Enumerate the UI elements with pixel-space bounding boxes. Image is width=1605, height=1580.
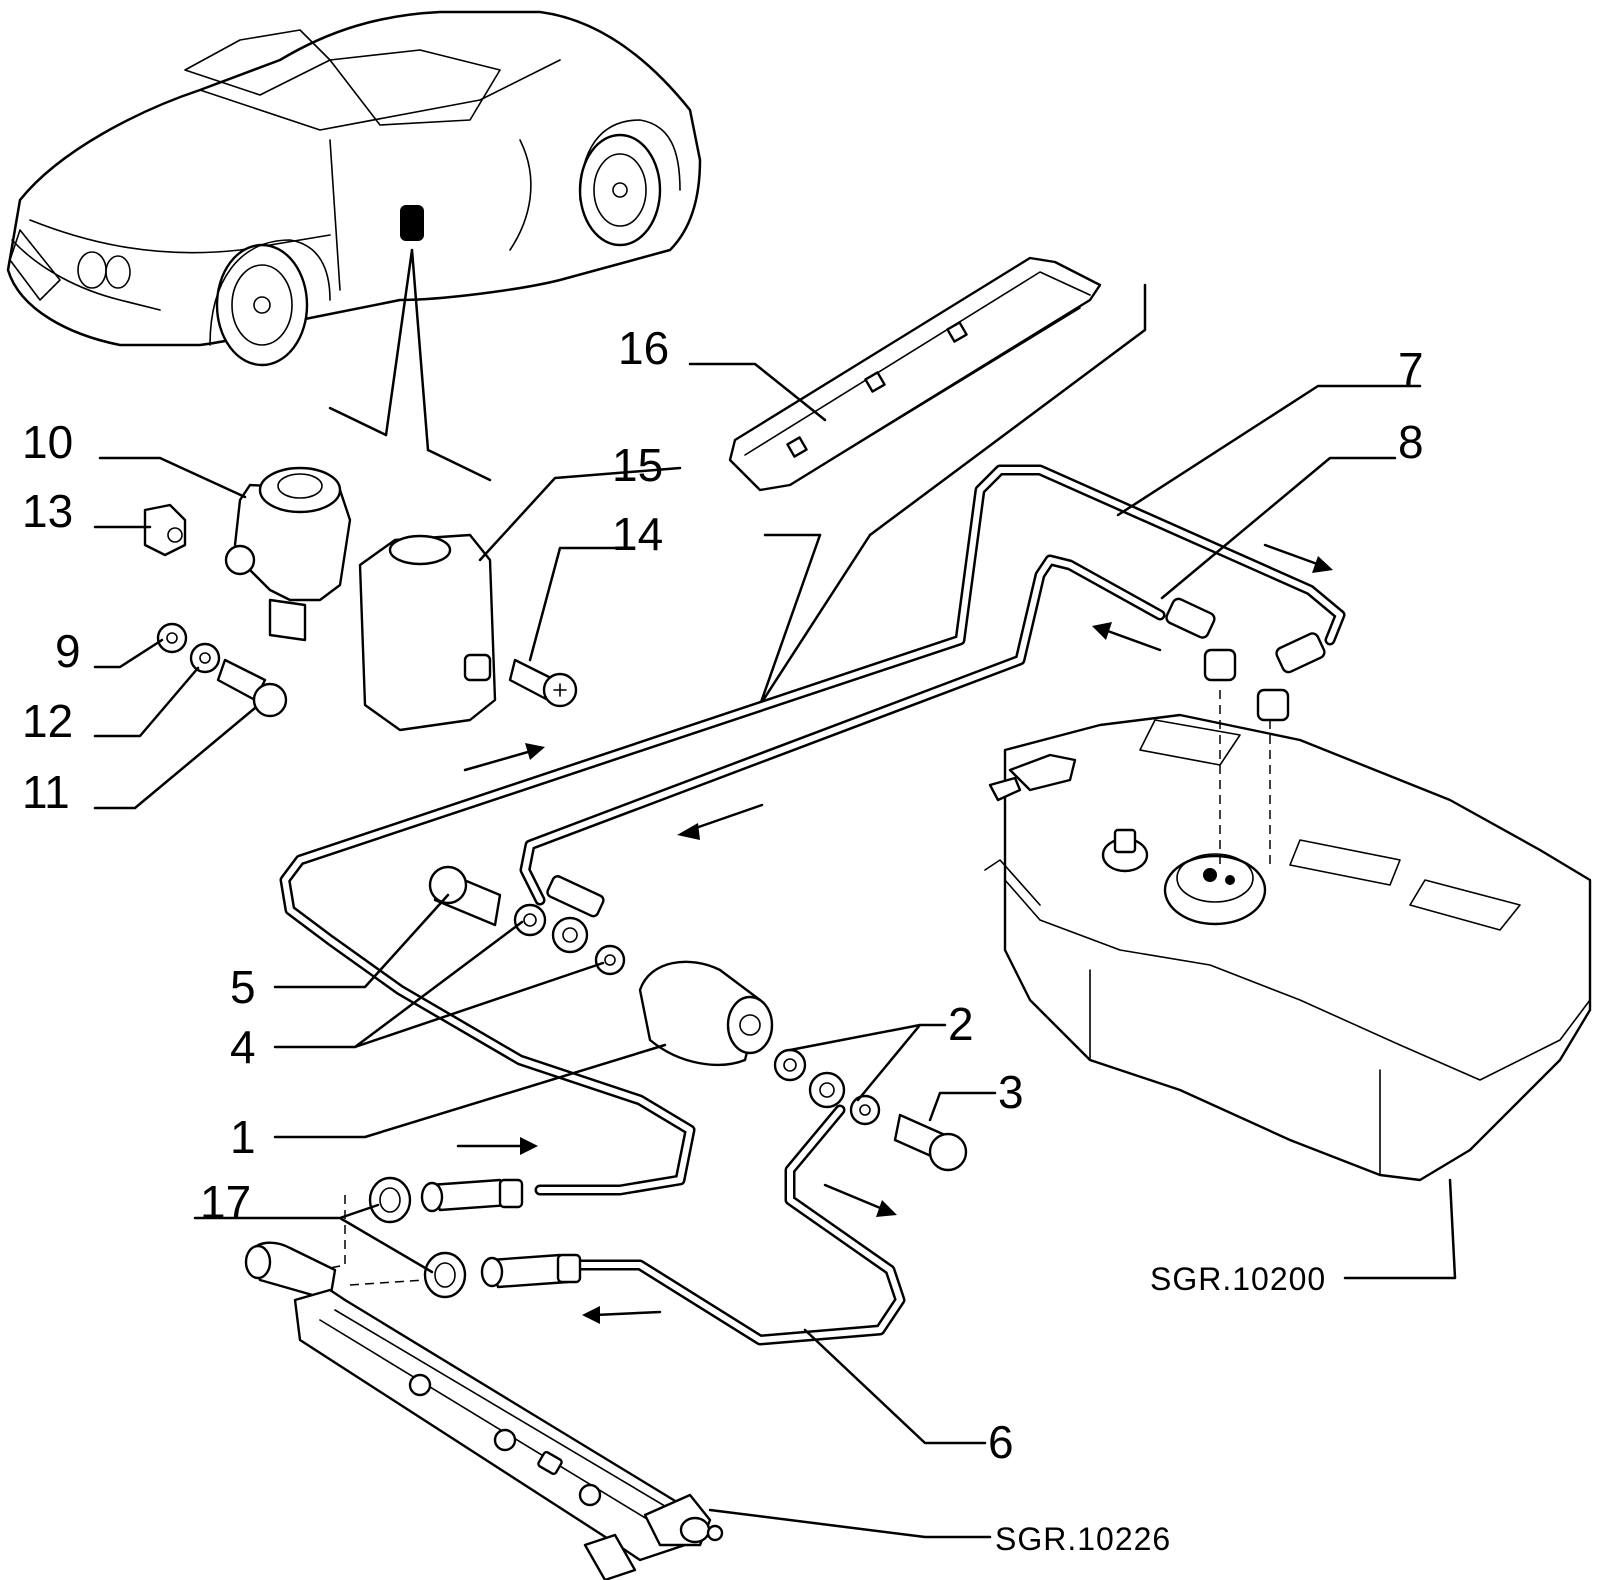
callout-11: 11 (22, 766, 70, 818)
flow-arrow (456, 1137, 538, 1155)
callout-10: 10 (22, 416, 73, 468)
fuel-line-tray (728, 256, 1147, 707)
callout-3: 3 (998, 1066, 1024, 1118)
callout-labels: 16 7 8 10 13 15 14 9 12 11 5 4 1 2 3 17 … (22, 322, 1424, 1557)
flow-arrow (677, 803, 764, 840)
callout-6: 6 (988, 1416, 1014, 1468)
flow-arrow (463, 743, 545, 772)
fuel-tank (984, 690, 1592, 1182)
callout-17: 17 (200, 1176, 251, 1228)
fuel-filter-assembly (428, 865, 968, 1172)
fuel-rail-and-hoses (244, 1176, 724, 1580)
flow-arrows (456, 543, 1333, 1324)
callout-8: 8 (1398, 416, 1424, 468)
pipe-7-8 (279, 464, 1346, 1346)
callout-16: 16 (618, 322, 669, 374)
callout-9: 9 (55, 625, 81, 677)
inertia-switch-assembly (143, 466, 578, 732)
fuel-rail-reference-label: SGR.10226 (995, 1521, 1171, 1557)
flow-arrow (1263, 543, 1333, 573)
car-illustration (6, 10, 702, 482)
callout-4: 4 (230, 1021, 256, 1073)
callout-1: 1 (230, 1111, 256, 1163)
leader-lines (93, 362, 1457, 1539)
flow-arrow (1092, 622, 1162, 652)
callout-13: 13 (22, 485, 73, 537)
tank-reference-label: SGR.10200 (1150, 1261, 1326, 1297)
callout-14: 14 (612, 508, 663, 560)
callout-7: 7 (1398, 343, 1424, 395)
callout-15: 15 (612, 439, 663, 491)
callout-2: 2 (948, 998, 974, 1050)
flow-arrow (823, 1183, 897, 1217)
callout-5: 5 (230, 961, 256, 1013)
callout-12: 12 (22, 695, 73, 747)
flow-arrow (582, 1306, 662, 1324)
